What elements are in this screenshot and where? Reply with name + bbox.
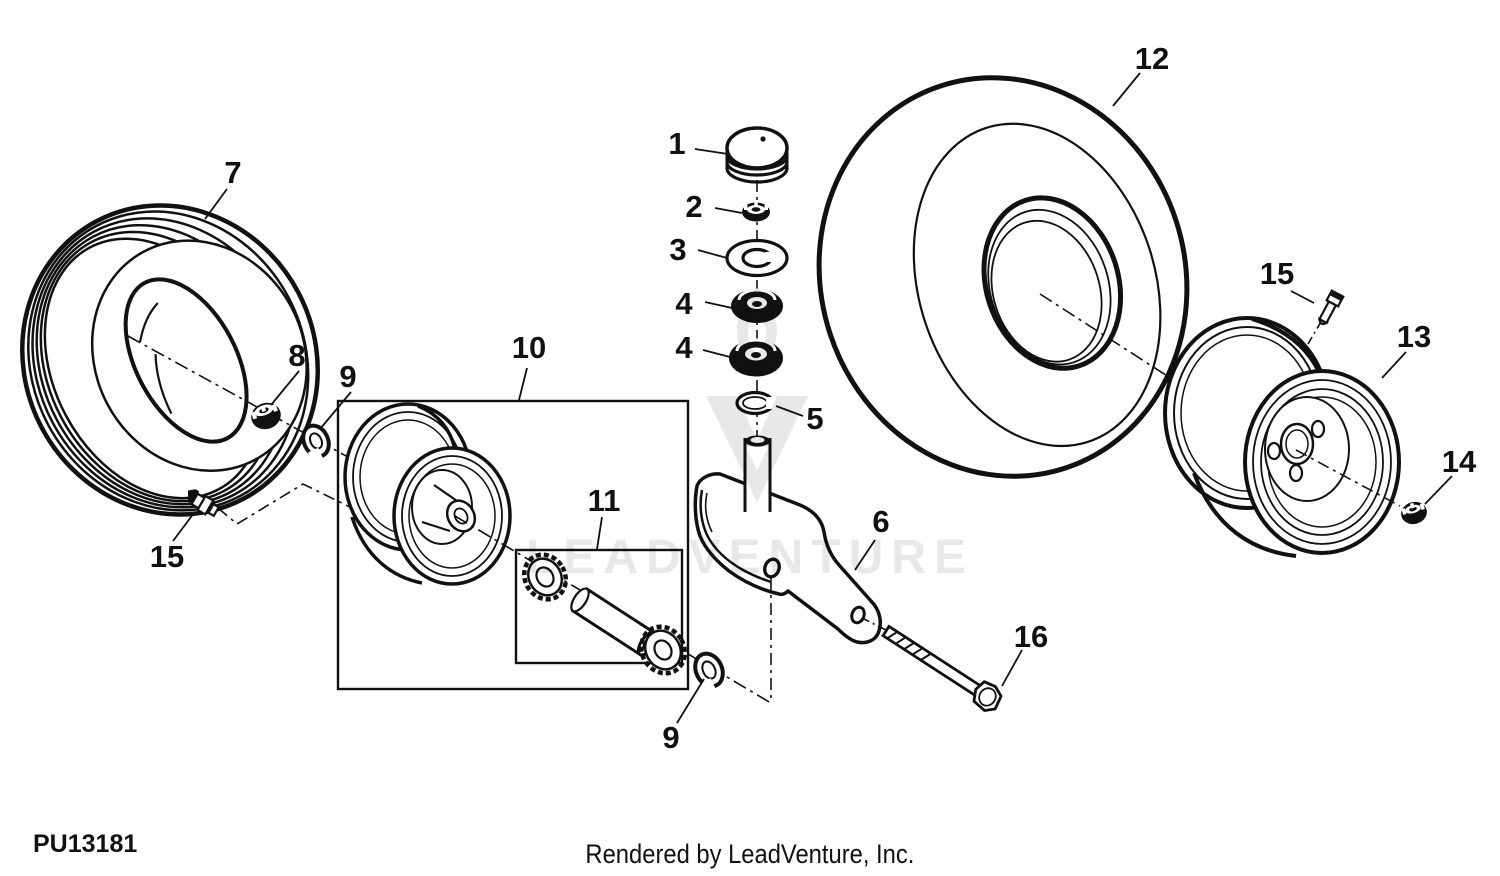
part-group-box-10 — [336, 399, 690, 691]
callout-4a: 4 — [675, 286, 693, 321]
castle-nut — [251, 402, 281, 430]
centerline-lug-nut — [1295, 449, 1401, 507]
centerline-valve-stem — [1307, 319, 1323, 345]
flange-nut — [1401, 501, 1427, 525]
callout-11: 11 — [588, 483, 621, 518]
callout-13: 13 — [1397, 319, 1431, 354]
callout-7: 7 — [224, 155, 241, 190]
callout-4b: 4 — [675, 330, 693, 365]
hex-bolt — [881, 624, 1003, 712]
callout-3: 3 — [669, 232, 686, 267]
spindle-nut — [742, 202, 770, 222]
callout-9-bottom: 9 — [662, 720, 679, 755]
footer-credit: Rendered by LeadVenture, Inc. — [0, 839, 1500, 870]
callout-10: 10 — [512, 330, 546, 365]
callout-1: 1 — [668, 126, 685, 161]
callout-14: 14 — [1442, 444, 1477, 479]
lock-washer-bottom — [693, 651, 725, 694]
callout-2: 2 — [685, 189, 702, 224]
centerline-bolt — [861, 617, 887, 631]
part-group-box-11 — [514, 548, 684, 665]
callout-labels: 1 2 3 4 4 5 6 7 8 9 9 10 11 12 13 14 15 … — [150, 41, 1477, 755]
callout-9-top: 9 — [339, 359, 356, 394]
lock-washer-top — [301, 423, 331, 464]
callout-12: 12 — [1135, 41, 1169, 76]
watermark-text: LEADVENTURE — [526, 531, 974, 584]
centerline-grease-fitting — [217, 483, 361, 525]
grease-fitting — [187, 489, 221, 518]
dust-cap — [725, 126, 789, 184]
watermark: LEADVENTURE — [526, 286, 974, 584]
centerline-front-axle-a — [127, 335, 456, 517]
wheel-rim — [1163, 316, 1401, 558]
caster-fork — [693, 472, 883, 645]
callout-15-left: 15 — [150, 539, 184, 574]
tire-smooth — [816, 75, 1190, 479]
callout-6: 6 — [872, 504, 889, 539]
bearing-left — [521, 552, 569, 602]
callout-5: 5 — [806, 401, 823, 436]
callout-16: 16 — [1014, 619, 1048, 654]
document-code: PU13181 — [33, 830, 138, 858]
valve-stem — [1317, 289, 1345, 326]
wheel-hub — [343, 402, 512, 586]
callout-8: 8 — [288, 338, 305, 373]
footer-credit-text: Rendered by LeadVenture, Inc. — [585, 839, 915, 869]
bearing-right — [638, 624, 688, 676]
callout-15-right: 15 — [1260, 256, 1294, 291]
keyed-washer — [725, 238, 789, 278]
tire-ribbed — [20, 203, 320, 517]
